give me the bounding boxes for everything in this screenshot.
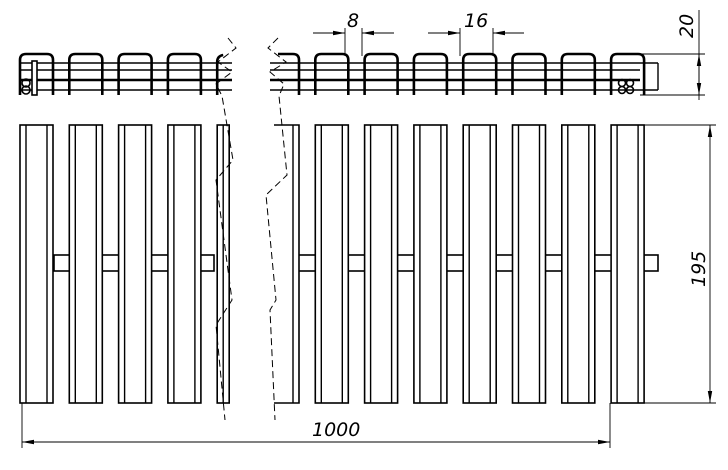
dimension-height-label: 20: [676, 14, 698, 38]
break-lines: [215, 37, 288, 421]
slat-outline: [413, 124, 448, 404]
slat-outline: [68, 124, 104, 404]
slat-profile: [560, 52, 597, 95]
slat-outline: [19, 124, 54, 404]
end-clip-left-ring: [21, 85, 31, 95]
slat-profile: [511, 52, 547, 95]
slat-outline: [363, 124, 399, 404]
dimension-slat-width-label: 16: [464, 10, 488, 32]
slat: [413, 124, 448, 404]
slat-profile: [68, 52, 104, 95]
slat-profile: [461, 52, 498, 95]
slat: [117, 124, 153, 404]
slat: [167, 124, 202, 404]
slat: [462, 124, 498, 404]
slat-outline: [314, 124, 350, 404]
slat-outline: [117, 124, 153, 404]
slat-profile: [314, 52, 350, 95]
slat-outline: [560, 124, 596, 404]
slat: [560, 124, 596, 404]
slat-outline: [462, 124, 498, 404]
end-clip-right-ring: [617, 85, 627, 95]
slat-profiles: [18, 52, 646, 95]
slat-profile: [18, 52, 55, 95]
slat-profile: [166, 52, 203, 95]
slat-outline: [511, 124, 547, 404]
slat: [68, 124, 104, 404]
dimension-length-label: 1000: [312, 419, 360, 441]
slat-profile: [117, 52, 153, 95]
dimension-width-label: 195: [688, 251, 710, 287]
dimensions: 8 16 20 195: [21, 10, 716, 448]
slat-outline: [167, 124, 202, 404]
slat-profile: [412, 52, 449, 95]
dimension-length: 1000: [21, 403, 611, 448]
dimension-width: 195: [642, 124, 716, 404]
slat: [19, 124, 54, 404]
top-view: [18, 52, 659, 96]
dimension-gap-label: 8: [347, 10, 359, 32]
slat-profile: [363, 52, 399, 95]
slat-profile-partial: [278, 52, 301, 95]
break-line-left: [215, 37, 237, 421]
slat: [610, 124, 645, 404]
rails: [20, 62, 659, 91]
slat: [511, 124, 547, 404]
plan-view: [19, 124, 659, 404]
slat: [314, 124, 350, 404]
dimension-height: 20: [640, 10, 705, 100]
end-clip-left: [31, 60, 38, 96]
dimension-gap: 8: [313, 10, 394, 56]
end-clip-left-ring: [21, 78, 31, 88]
slat-profile: [609, 52, 646, 95]
slat: [363, 124, 399, 404]
slat: [216, 124, 230, 404]
slat: [274, 124, 300, 404]
end-clips: [21, 60, 635, 96]
dimension-slat-width: 16: [428, 10, 524, 56]
slat-outline: [610, 124, 645, 404]
end-clip-right-ring: [625, 85, 635, 95]
